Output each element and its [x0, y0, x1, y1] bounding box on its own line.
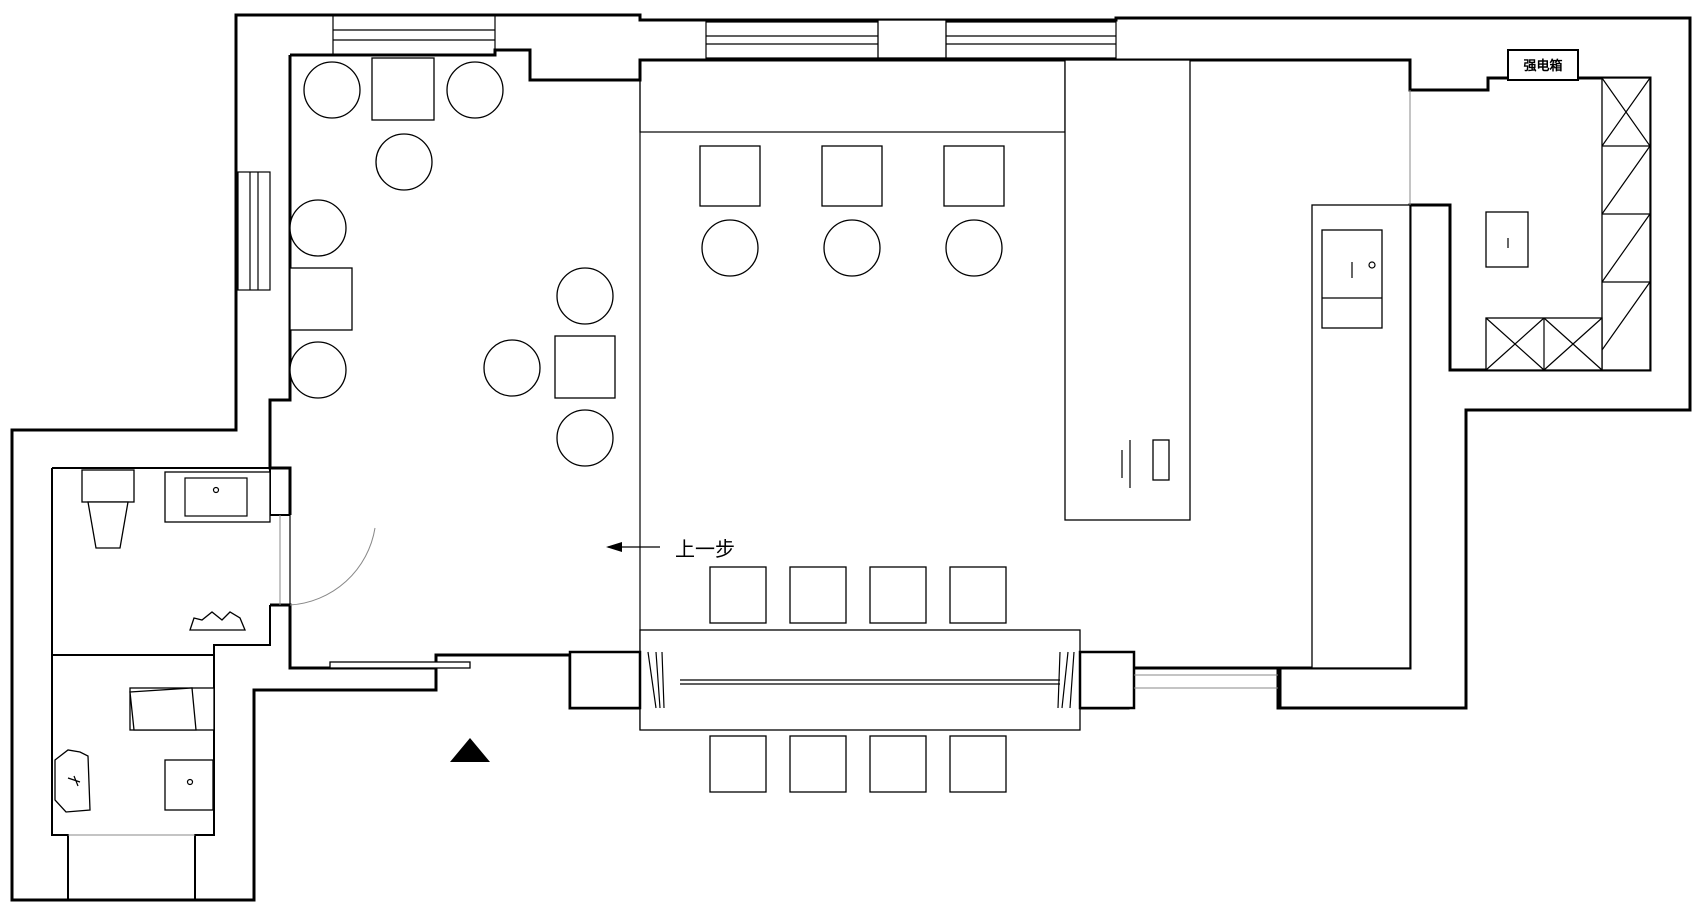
lounge-left: [289, 57, 616, 467]
electrical-box: 强电箱: [1507, 49, 1579, 81]
toilet-fixtures: [54, 469, 471, 813]
right-counter: [1311, 90, 1411, 669]
windows: [237, 14, 1117, 291]
reception-desk: [1064, 59, 1191, 521]
step-up-marker: 上一步: [606, 538, 735, 561]
dining-table: [568, 566, 1278, 793]
triangle-up-icon: [450, 738, 490, 762]
central-hall: [639, 59, 1066, 730]
electrical-box-label: 强电箱: [1523, 58, 1562, 73]
step-up-label: 上一步: [675, 538, 735, 561]
cabinets-right: [1485, 77, 1652, 371]
arrow-left-icon: [606, 542, 622, 552]
